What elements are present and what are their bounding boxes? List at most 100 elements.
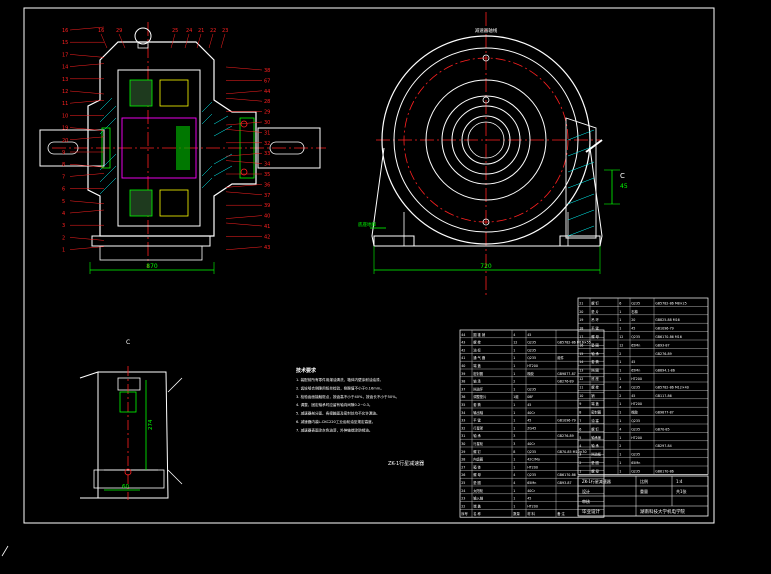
part-balloon: 32	[226, 141, 270, 147]
bom-cell-no: 15	[579, 352, 583, 356]
oil-gauge	[585, 139, 603, 153]
bom-cell-qty: 1	[513, 348, 515, 352]
detail-bolt-hole	[124, 468, 132, 476]
part-balloon: 34	[225, 160, 270, 168]
bearing-lower	[159, 189, 189, 217]
bom-cell-name: 平 键	[591, 326, 599, 331]
drawing-subtitle: ZK-1行星减速器	[388, 460, 424, 467]
bom-cell-mat: 橡胶	[527, 371, 534, 376]
bom-cell-no: 36	[461, 395, 465, 399]
note-line: 4. 调整、固定轴承时应留有轴向间隙0.2~0.3。	[296, 402, 373, 407]
bom-cell-name: 通 气 器	[473, 355, 486, 360]
bom-cell-no: 40	[461, 364, 465, 368]
part-balloon: 17	[62, 52, 105, 58]
bom-cell-mat: 20	[631, 318, 635, 322]
title-sheet: 共1张	[676, 488, 687, 494]
balloon-number: 29	[264, 110, 270, 116]
bom-cell-std: GB9877-87	[557, 372, 576, 376]
bom-cell-qty: 1	[513, 411, 515, 415]
bom-cell-name: 垫 圈	[591, 460, 599, 465]
bom-cell-mat: Q235	[631, 469, 640, 473]
lifting-eye	[134, 27, 152, 45]
bom-cell-no: 10	[579, 394, 583, 398]
base-plate	[91, 235, 211, 247]
bom-header-cell: 材 料	[527, 511, 535, 516]
bom-cell-qty: 4	[513, 481, 515, 485]
bom-cell-qty: 4	[513, 473, 515, 477]
bom-cell-std: GB9877-87	[655, 411, 674, 415]
part-balloon: 22	[208, 28, 216, 49]
bom-cell-name: 底 座	[591, 376, 599, 381]
part-balloon: 35	[226, 172, 270, 178]
bom-cell-no: 18	[579, 327, 583, 331]
detail-view-label: C	[126, 339, 130, 346]
front-section-view	[39, 22, 326, 274]
bom-cell-std: GB276-89	[655, 352, 672, 356]
bom-cell-qty: 4	[619, 385, 621, 389]
detail-body	[98, 371, 169, 499]
bom-cell-qty: 2	[619, 352, 621, 356]
bom-cell-name: 内齿圈	[473, 457, 484, 462]
title-drawing-name: ZK-1行星减速器	[582, 478, 611, 484]
front-width-dim-text: 870	[146, 263, 158, 270]
side-width-dim-text: 720	[480, 263, 492, 270]
bom-cell-mat: 65Mn	[527, 481, 536, 485]
bom-cell-no: 43	[461, 341, 465, 345]
bom-cell-no: 27	[461, 465, 465, 469]
housing-outline	[87, 41, 257, 237]
bom-cell-mat: HT200	[631, 377, 642, 381]
bom-cell-name: 挡油环	[473, 386, 484, 391]
balloon-number: 16	[62, 28, 68, 34]
part-balloon: 2	[62, 235, 105, 241]
bom-cell-mat: 45	[527, 403, 531, 407]
bom-cell-std: GB93-87	[655, 343, 669, 347]
bom-cell-qty: 1	[619, 318, 621, 322]
bom-cell-mat: Q235	[631, 453, 640, 457]
bom-cell-qty: 1	[513, 356, 515, 360]
bolt-hole-flange-top	[482, 54, 490, 62]
bom-cell-qty: 1	[619, 461, 621, 465]
bom-cell-name: 垫 片	[591, 309, 599, 314]
part-balloon: 41	[225, 222, 270, 230]
part-balloon: 29	[226, 110, 270, 116]
bom-cell-name: 平 键	[473, 418, 481, 423]
bom-cell-no: 2	[579, 461, 581, 465]
bom-cell-mat: HT200	[527, 465, 538, 469]
bom-cell-qty: 2	[513, 380, 515, 384]
bom-cell-no: 17	[579, 335, 583, 339]
balloon-number: 40	[264, 214, 270, 220]
bom-cell-qty: 1	[513, 426, 515, 430]
bom-cell-name: 端 盖	[591, 401, 599, 406]
output-keyway	[269, 141, 305, 155]
bom-cell-no: 23	[461, 497, 465, 501]
bom-cell-mat: HT200	[631, 436, 642, 440]
balloon-number: 3	[62, 223, 65, 229]
bom-cell-mat: Q235	[527, 387, 536, 391]
bom-cell-mat: 45	[527, 333, 531, 337]
bom-cell-mat: 45	[527, 419, 531, 423]
detail-height-text: 274	[148, 419, 154, 430]
bom-cell-name: 螺 栓	[591, 384, 599, 389]
balloon-number: 28	[264, 99, 270, 105]
bom-cell-no: 20	[579, 310, 583, 314]
bom-header-cell: 序号	[461, 511, 468, 516]
part-balloon: 24	[184, 28, 192, 49]
bom-cell-qty: 1	[619, 377, 621, 381]
bom-cell-no: 22	[461, 504, 465, 508]
seal-circle	[451, 105, 521, 175]
bom-cell-name: 圆 锥 销	[473, 332, 486, 337]
title-school: 毕业设计	[582, 508, 600, 515]
